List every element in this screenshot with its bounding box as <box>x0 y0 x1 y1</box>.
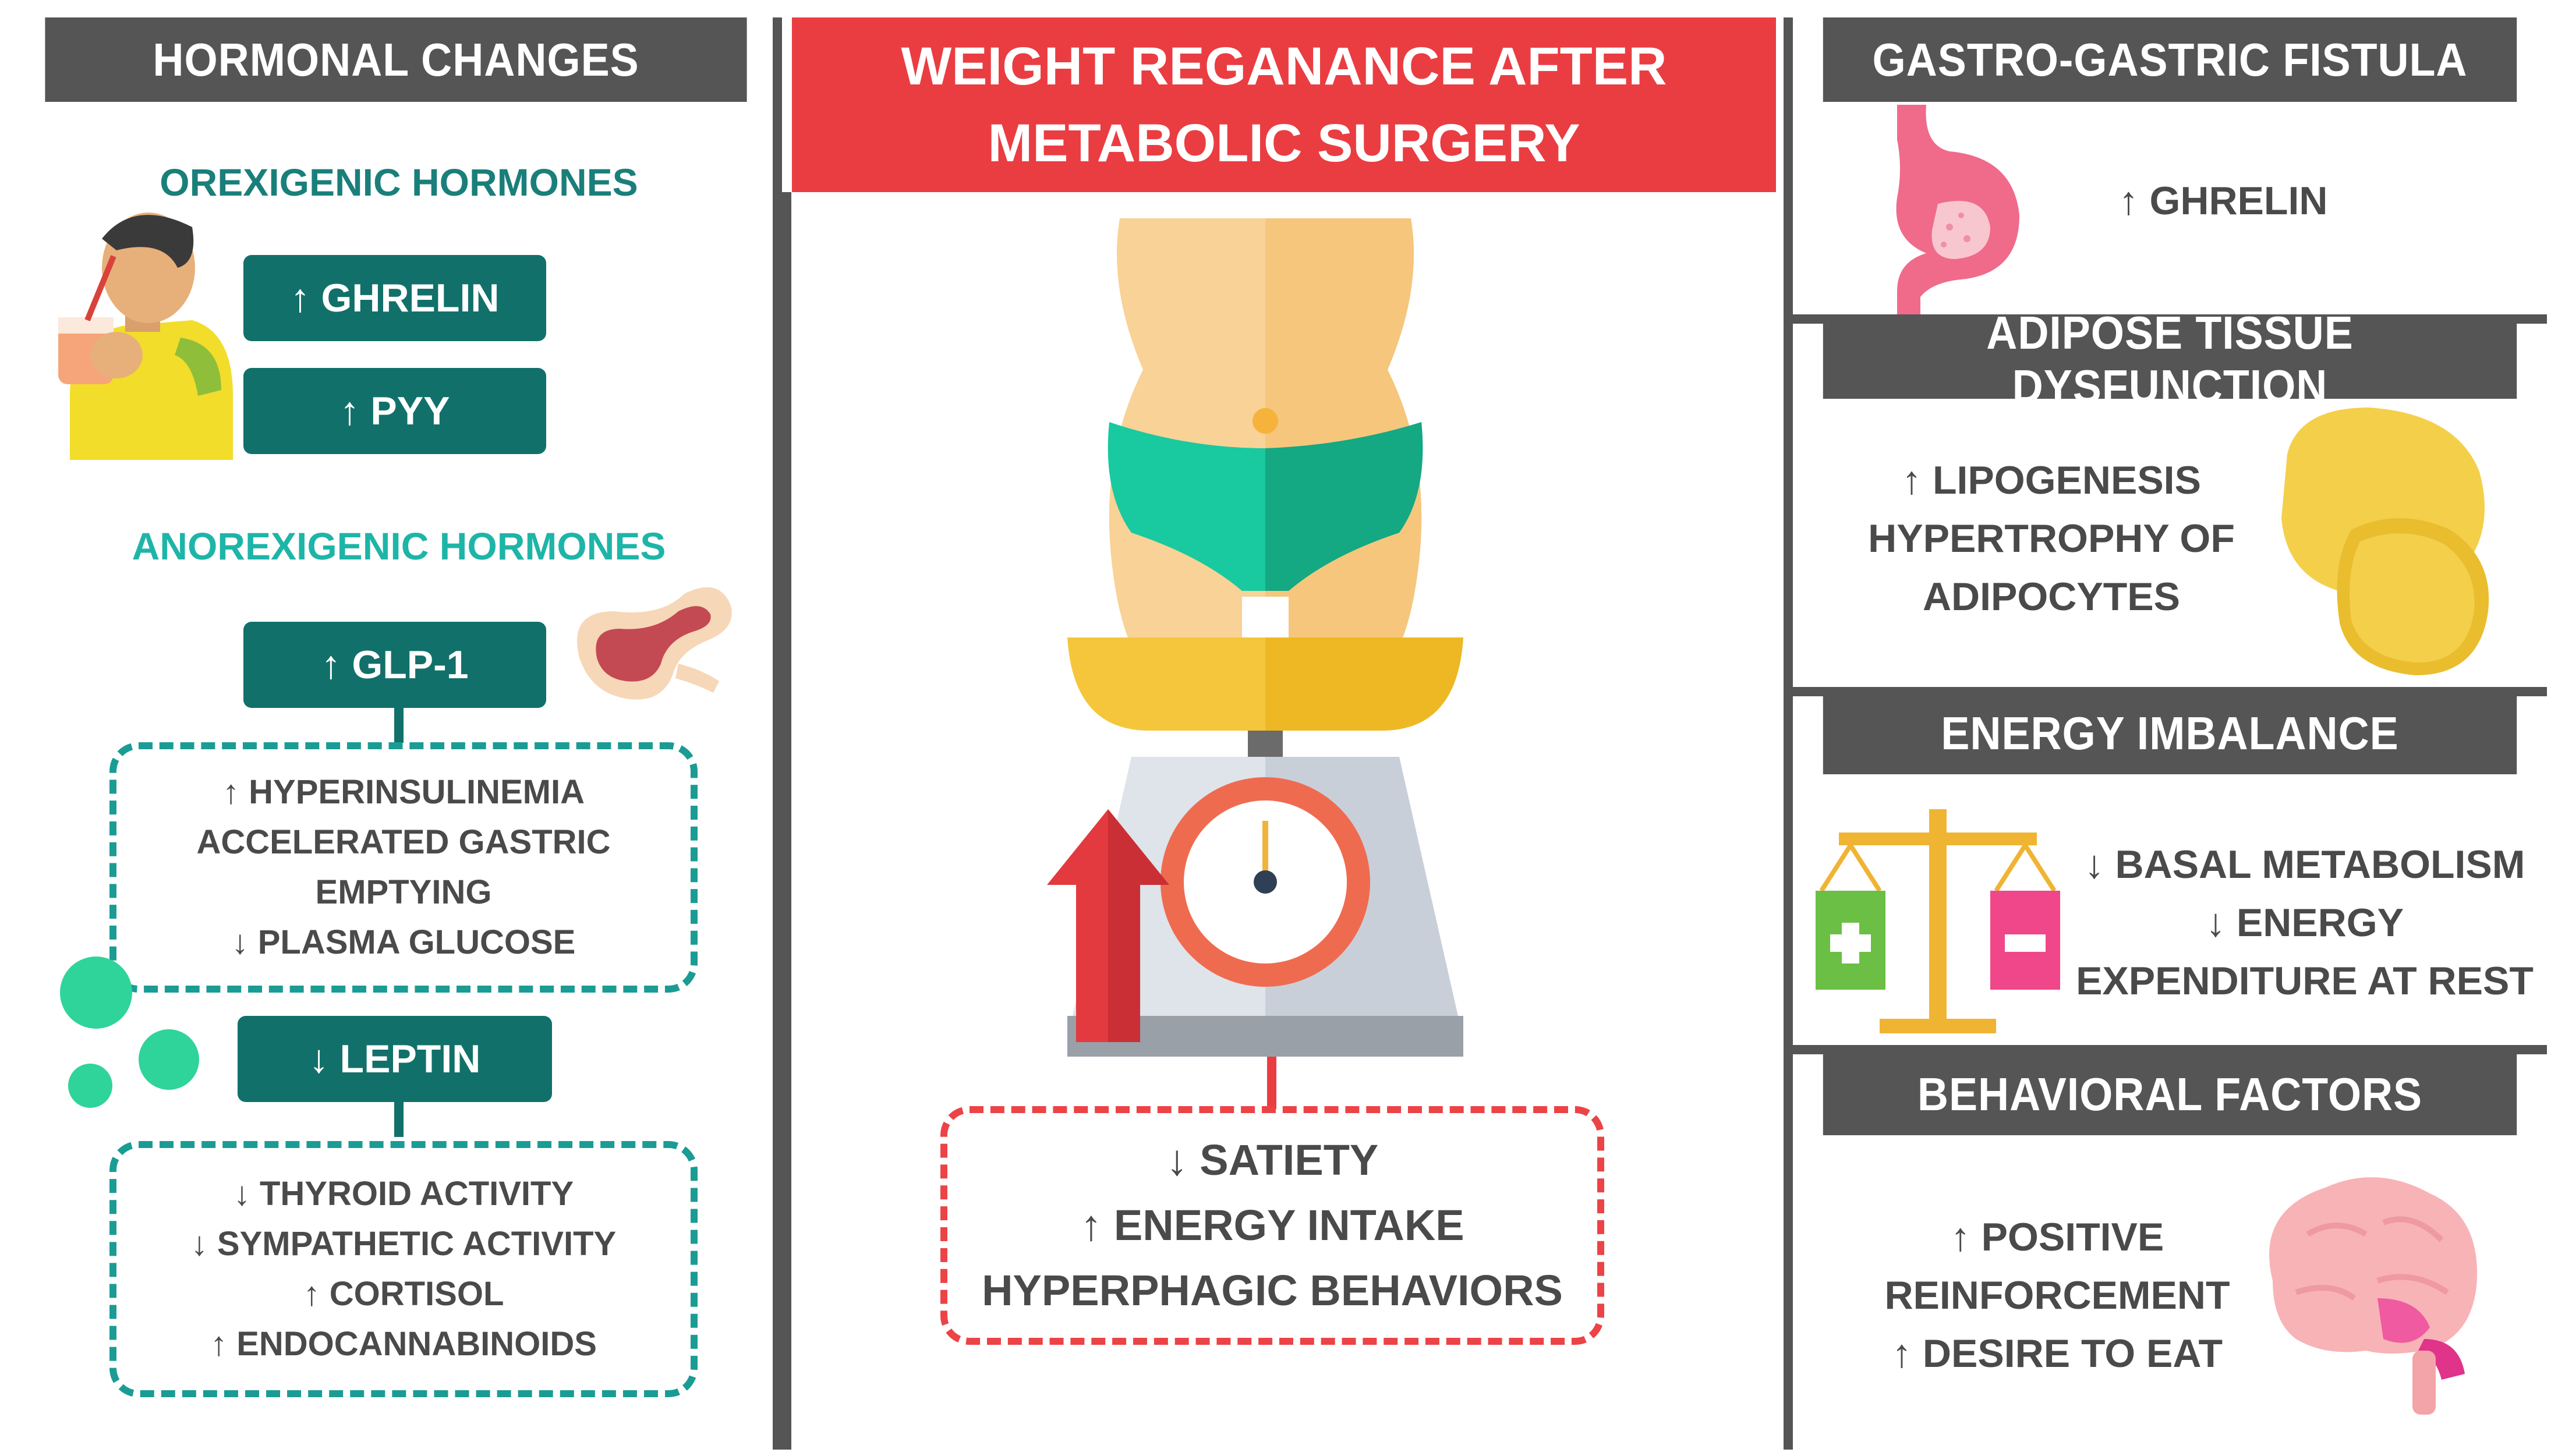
hormonal-changes-header: HORMONAL CHANGES <box>45 17 747 102</box>
center-effect-2: ↑ ENERGY INTAKE <box>1080 1201 1464 1249</box>
glp1-connector <box>394 708 404 743</box>
energy-divider <box>1793 1045 2547 1054</box>
energy-line-3: EXPENDITURE AT REST <box>2076 959 2534 1003</box>
orexigenic-title: OREXIGENIC HORMONES <box>160 161 638 204</box>
drinking-person-icon <box>58 212 233 460</box>
fistula-ghrelin-text: ↑ GHRELIN <box>2118 179 2328 223</box>
behavior-line-1: ↑ POSITIVE <box>1950 1215 2164 1259</box>
weight-regain-panel: WEIGHT REGANANCE AFTER METABOLIC SURGERY… <box>782 0 1784 1456</box>
hormonal-changes-panel: HORMONAL CHANGES OREXIGENIC HORMONES ↑ G… <box>0 0 792 1456</box>
scale-connector <box>1267 1057 1276 1109</box>
leptin-effect-3: ↑ CORTISOL <box>303 1275 504 1313</box>
adipose-text: ↑ LIPOGENESIS HYPERTROPHY OF ADIPOCYTES <box>1842 442 2261 635</box>
glp1-effect-2: ACCELERATED GASTRIC <box>196 823 611 861</box>
behavior-line-2: REINFORCEMENT <box>1884 1273 2230 1317</box>
leptin-effects-box: ↓ THYROID ACTIVITY ↓ SYMPATHETIC ACTIVIT… <box>109 1141 698 1397</box>
adipose-line-2: HYPERTROPHY OF <box>1868 516 2235 561</box>
energy-imbalance-header: ENERGY IMBALANCE <box>1823 693 2517 774</box>
weight-regain-title: WEIGHT REGANANCE AFTER METABOLIC SURGERY <box>792 17 1776 192</box>
glp1-button: ↑ GLP-1 <box>243 622 546 708</box>
glp1-effect-1: ↑ HYPERINSULINEMIA <box>222 773 585 811</box>
glp1-effects-box: ↑ HYPERINSULINEMIA ACCELERATED GASTRIC E… <box>109 742 698 993</box>
adipose-line-3: ADIPOCYTES <box>1922 575 2181 619</box>
right-panel-border <box>1784 17 1793 1450</box>
contributing-factors-panel: GASTRO-GASTRIC FISTULA ↑ GHRELIN ADIPOSE… <box>1784 0 2558 1456</box>
behavior-text: ↑ POSITIVE REINFORCEMENT ↑ DESIRE TO EAT <box>1859 1199 2255 1391</box>
leptin-connector <box>394 1102 404 1137</box>
brain-icon <box>2269 1177 2477 1415</box>
center-effect-3: HYPERPHAGIC BEHAVIORS <box>982 1266 1563 1315</box>
title-line-2: METABOLIC SURGERY <box>988 114 1580 173</box>
adipose-tissue-header: ADIPOSE TISSUE DYSFUNCTION <box>1823 307 2517 412</box>
gastro-gastric-fistula-header: GASTRO-GASTRIC FISTULA <box>1823 17 2517 102</box>
balance-scale-icon <box>1816 809 2060 1033</box>
satiety-effects-box: ↓ SATIETY ↑ ENERGY INTAKE HYPERPHAGIC BE… <box>940 1106 1604 1345</box>
energy-text: ↓ BASAL METABOLISM ↓ ENERGY EXPENDITURE … <box>2075 827 2535 1019</box>
behavior-line-3: ↑ DESIRE TO EAT <box>1891 1331 2223 1376</box>
adipose-line-1: ↑ LIPOGENESIS <box>1902 458 2201 502</box>
leptin-button: ↓ LEPTIN <box>238 1016 552 1102</box>
glp1-effect-4: ↓ PLASMA GLUCOSE <box>231 923 576 961</box>
energy-line-2: ↓ ENERGY <box>2205 901 2404 945</box>
center-left-border <box>782 192 791 1450</box>
left-panel-border <box>773 17 782 1450</box>
behavioral-factors-header: BEHAVIORAL FACTORS <box>1823 1054 2517 1135</box>
fat-cell-icon <box>2281 408 2489 675</box>
leptin-effect-2: ↓ SYMPATHETIC ACTIVITY <box>190 1225 617 1263</box>
leptin-effect-4: ↑ ENDOCANNABINOIDS <box>210 1325 597 1363</box>
title-line-1: WEIGHT REGANANCE AFTER <box>901 37 1667 96</box>
energy-line-1: ↓ BASAL METABOLISM <box>2084 842 2525 887</box>
leptin-effect-1: ↓ THYROID ACTIVITY <box>233 1175 574 1213</box>
stomach-icon <box>1896 105 2019 314</box>
pyy-button: ↑ PYY <box>243 368 546 454</box>
glp1-effect-3: EMPTYING <box>315 873 492 911</box>
up-arrow-icon <box>1047 809 1169 1042</box>
center-effect-1: ↓ SATIETY <box>1166 1136 1379 1184</box>
green-dots-icon <box>60 957 199 1108</box>
body-on-scale-icon <box>1067 218 1463 1057</box>
pancreas-icon <box>577 587 732 700</box>
ghrelin-button: ↑ GHRELIN <box>243 255 546 341</box>
anorexigenic-title: ANOREXIGENIC HORMONES <box>132 525 666 568</box>
